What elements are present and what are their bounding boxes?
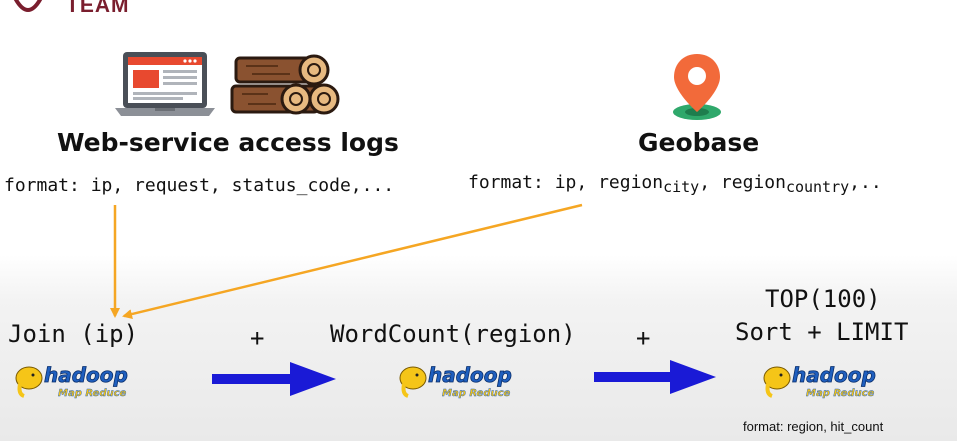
separator: ,	[699, 172, 711, 193]
hadoop-name: hadoop	[428, 363, 512, 387]
source-title-weblogs: Web-service access logs	[57, 128, 399, 157]
heart-logo-icon	[8, 0, 48, 20]
sub-country: country	[785, 178, 850, 196]
field-region2-label: region	[720, 172, 786, 193]
field-region-country: regioncountry	[720, 172, 850, 196]
step-wordcount-label: WordCount(region)	[330, 320, 576, 348]
brand-text: TEAM	[66, 0, 130, 17]
hadoop-name: hadoop	[792, 363, 876, 387]
hadoop-sub: Map Reduce	[442, 388, 511, 399]
step-sort-label: Sort + LIMIT	[735, 318, 909, 346]
weblogs-format: format: ip, request, status_code,...	[4, 175, 394, 196]
hadoop-logo-sort: hadoop Map Reduce	[760, 358, 890, 402]
hadoop-elephant-icon: hadoop Map Reduce	[763, 363, 876, 399]
hadoop-elephant-icon: hadoop Map Reduce	[15, 363, 128, 399]
field-region-label: region	[598, 172, 664, 193]
sub-city: city	[663, 178, 700, 196]
source-title-geobase: Geobase	[638, 128, 760, 157]
field-ip: ip,	[554, 172, 588, 193]
logs-wood-icon	[228, 50, 340, 120]
hadoop-sub: Map Reduce	[806, 388, 875, 399]
step-join-label: Join (ip)	[8, 320, 139, 348]
plus-operator-1: +	[250, 324, 265, 352]
output-format-note: format: region, hit_count	[743, 419, 884, 434]
format-tail: ,..	[849, 172, 882, 193]
location-pin-icon	[662, 50, 732, 122]
pipeline-arrow-1	[212, 362, 336, 396]
hadoop-sub: Map Reduce	[58, 388, 127, 399]
step-top-label: TOP(100)	[765, 285, 881, 313]
hadoop-logo-join: hadoop Map Reduce	[12, 358, 142, 402]
hadoop-elephant-icon: hadoop Map Reduce	[399, 363, 512, 399]
format-fields: ip, request, status_code,...	[90, 175, 395, 196]
plus-operator-2: +	[636, 324, 651, 352]
hadoop-name: hadoop	[44, 363, 128, 387]
format-prefix: format:	[4, 175, 80, 196]
hadoop-logo-wordcount: hadoop Map Reduce	[396, 358, 526, 402]
arrow-geobase-to-join	[122, 203, 583, 319]
format-prefix: format:	[468, 172, 544, 193]
geobase-format: format: ip, regioncity, regioncountry,..	[468, 172, 882, 196]
pipeline-arrow-2	[594, 360, 716, 394]
laptop-browser-icon	[115, 50, 215, 120]
field-region-city: regioncity	[598, 172, 700, 196]
